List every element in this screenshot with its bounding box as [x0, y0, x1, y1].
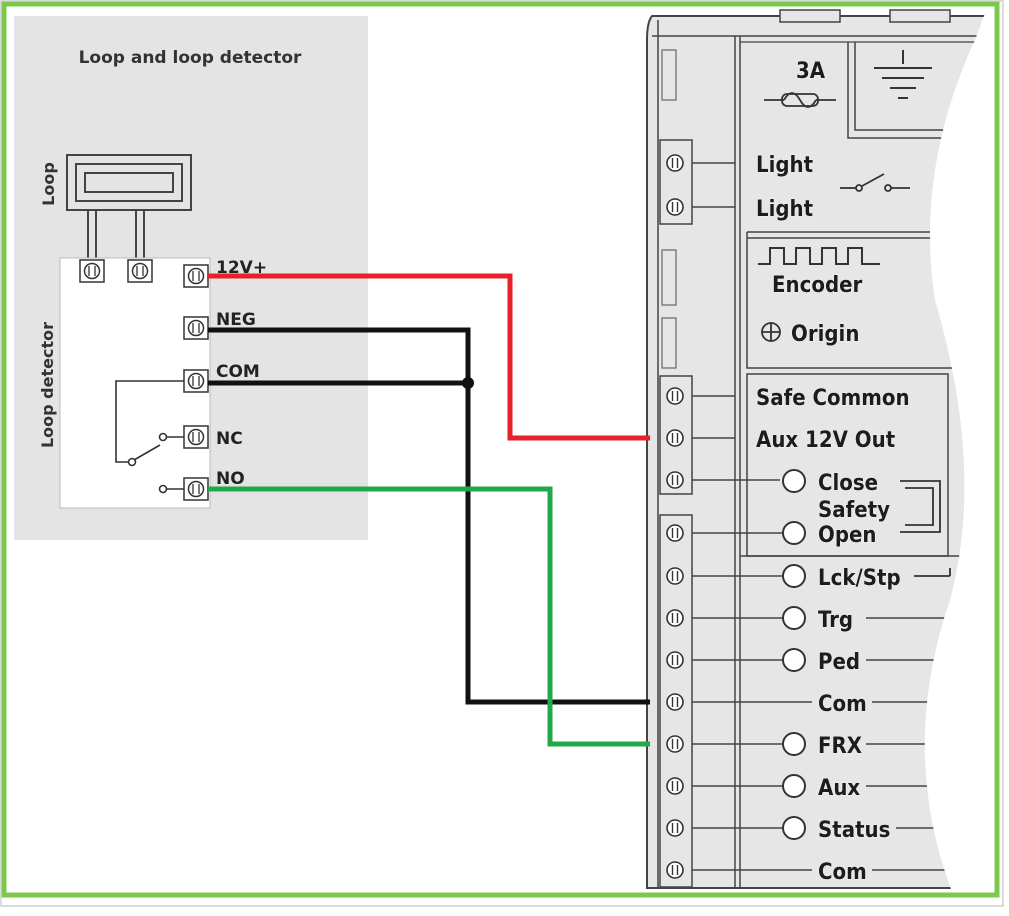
controller-cutaway	[924, 0, 1009, 912]
fuse-label: 3A	[796, 59, 826, 84]
open-label: Open	[818, 523, 877, 548]
terminal-com-label: COM	[216, 362, 260, 382]
light-switch-icon	[840, 173, 910, 192]
terminal-neg-label: NEG	[216, 310, 256, 330]
fuse-icon	[764, 92, 836, 108]
aux-led-icon	[782, 774, 806, 798]
trg-terminal	[666, 609, 684, 627]
lck-stp-label: Lck/Stp	[818, 566, 901, 591]
controller-board: 3A Light Light	[646, 0, 1009, 912]
origin-label: Origin	[791, 322, 859, 347]
trg-label: Trg	[818, 608, 853, 633]
frx-led-icon	[782, 732, 806, 756]
terminal-12v-label: 12V+	[216, 258, 267, 278]
wire-no-green	[208, 486, 650, 747]
terminal-nc-screw	[183, 425, 209, 449]
safety-label: Safety	[818, 498, 890, 523]
aux-12v-terminal	[666, 429, 684, 447]
ground-icon	[874, 50, 932, 99]
loop-panel-title: Loop and loop detector	[79, 48, 302, 68]
safe-common-label: Safe Common	[756, 386, 910, 411]
encoder-wave-icon	[758, 247, 880, 265]
terminal-no-label: NO	[216, 469, 245, 489]
status-terminal	[666, 819, 684, 837]
com-terminal-1	[666, 693, 684, 711]
loop-terminal-screw-2	[127, 259, 153, 283]
loop-terminal-screw-1	[79, 259, 105, 283]
frx-terminal	[666, 735, 684, 753]
loop-label: Loop	[39, 162, 58, 206]
loop-detector-label: Loop detector	[38, 322, 57, 448]
loop-coil-icon	[66, 154, 192, 262]
wire-neg-black	[208, 327, 650, 705]
safe-common-terminal	[666, 387, 684, 405]
open-led-icon	[782, 521, 806, 545]
light-terminal-2	[666, 198, 684, 216]
terminal-nc-label: NC	[216, 429, 243, 449]
ped-led-icon	[782, 648, 806, 672]
ped-terminal	[666, 651, 684, 669]
wire-junction-dot	[462, 377, 474, 389]
lck-stp-terminal	[666, 567, 684, 585]
terminal-12v-screw	[183, 264, 209, 288]
status-led-icon	[782, 816, 806, 840]
light-label-1: Light	[756, 153, 814, 178]
light-label-2: Light	[756, 197, 814, 222]
lck-stp-led-icon	[782, 564, 806, 588]
close-label: Close	[818, 471, 878, 496]
com-label-2: Com	[818, 860, 867, 885]
aux-12v-out-label: Aux 12V Out	[756, 428, 896, 453]
terminal-no-screw	[183, 477, 209, 501]
status-label: Status	[818, 818, 890, 843]
close-safety-terminal	[666, 471, 684, 489]
origin-icon	[761, 322, 781, 342]
com-terminal-2	[666, 861, 684, 879]
relay-contact-icon	[115, 380, 184, 494]
wire-12v-red	[208, 273, 650, 441]
green-frame	[1, 1, 1000, 898]
aux-label: Aux	[818, 776, 860, 801]
encoder-label: Encoder	[772, 273, 863, 298]
terminal-com-screw	[183, 369, 209, 393]
close-led-icon	[782, 469, 806, 493]
ped-label: Ped	[818, 650, 860, 675]
terminal-neg-screw	[183, 316, 209, 340]
controller-outline	[646, 15, 991, 889]
aux-terminal	[666, 777, 684, 795]
com-label-1: Com	[818, 692, 867, 717]
wires	[208, 273, 650, 747]
frx-label: FRX	[818, 734, 862, 759]
trg-led-icon	[782, 606, 806, 630]
light-terminal-1	[666, 154, 684, 172]
open-terminal	[666, 524, 684, 542]
